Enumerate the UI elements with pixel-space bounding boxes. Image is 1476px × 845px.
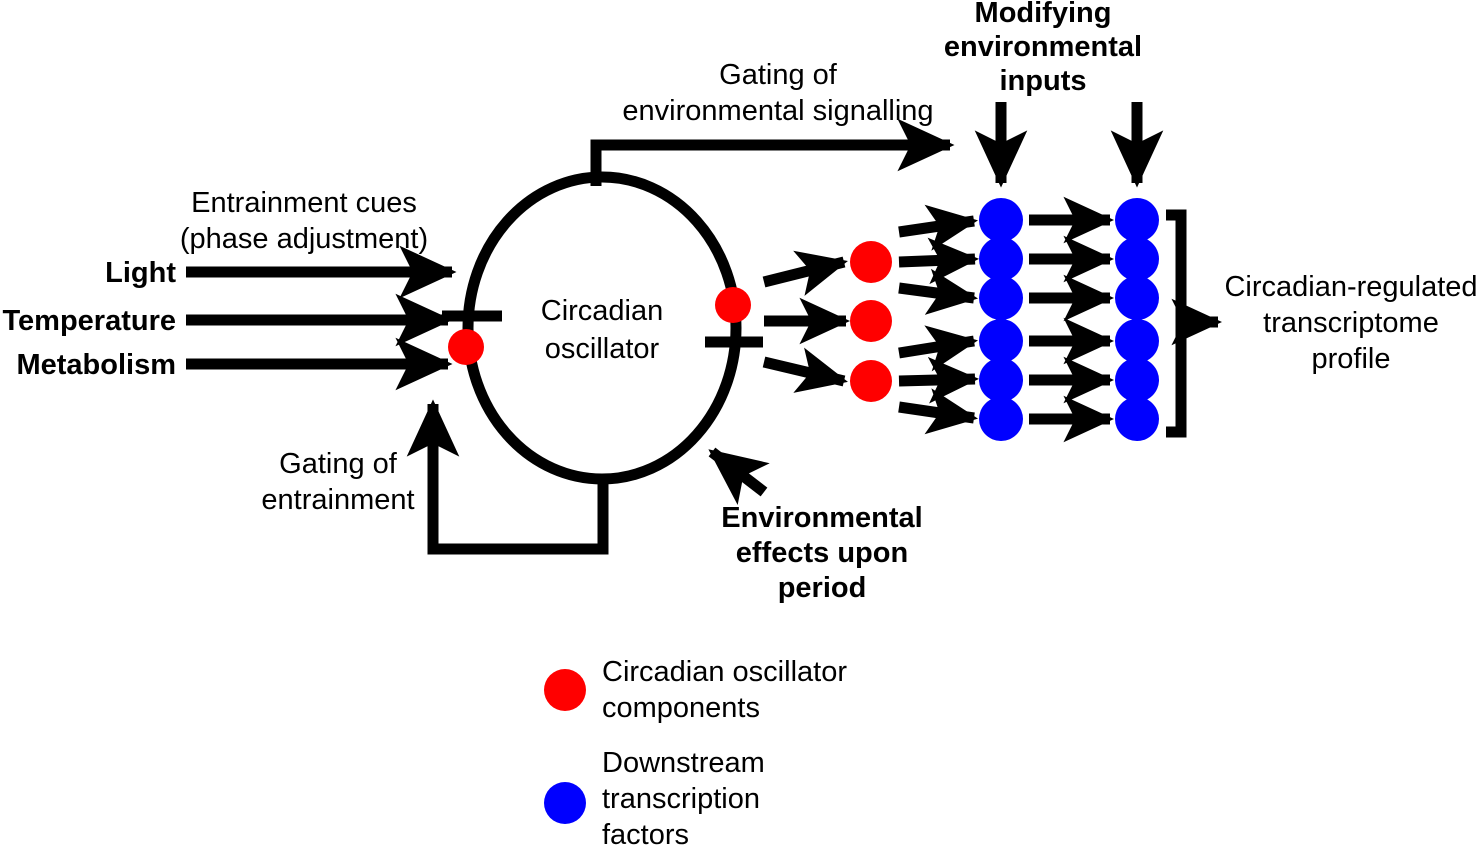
legend-blue-label-line2: transcription (602, 783, 760, 815)
oscillator-out-arrow-1 (762, 250, 848, 296)
component-to-tf-arrow-4 (898, 325, 978, 372)
legend-blue-label-line1: Downstream (602, 747, 765, 779)
output-label-line2: transcriptome (1263, 307, 1439, 339)
input-label-light: Light (105, 257, 176, 289)
oscillator-component-dot-2 (850, 300, 892, 342)
gating-signalling-line1: Gating of (719, 59, 838, 91)
oscillator-component-dot-3 (850, 360, 892, 402)
oscillator-component-dot-1 (850, 241, 892, 283)
tf-interconnect-arrows (1029, 196, 1115, 443)
component-to-tf-arrow-5 (898, 356, 980, 404)
component-to-tf-arrow-1 (898, 204, 979, 251)
input-label-metabolism: Metabolism (16, 349, 176, 381)
entrainment-cues-line2: (phase adjustment) (180, 223, 428, 255)
entrainment-cues-line1: Entrainment cues (191, 187, 417, 219)
tf-column-1 (979, 198, 1023, 441)
environmental-effects-period: Environmental effects upon period (708, 447, 923, 604)
tf-dot-c2-r5 (1115, 358, 1159, 402)
tf-dot-c2-r4 (1115, 319, 1159, 363)
tf-dot-c2-r3 (1115, 276, 1159, 320)
modifying-environmental-inputs: Modifying environmental inputs (944, 0, 1164, 188)
gating-signalling-arrow (590, 118, 955, 186)
legend-item-oscillator-components: Circadian oscillator components (544, 656, 847, 724)
gating-environmental-signalling: Gating of environmental signalling (590, 59, 955, 186)
gating-entrainment-line2: entrainment (261, 484, 414, 516)
modifying-inputs-line3: inputs (1000, 65, 1087, 97)
input-label-temperature: Temperature (2, 305, 176, 337)
tf-dot-c2-r1 (1115, 198, 1159, 242)
legend-red-label-line2: components (602, 692, 760, 724)
environmental-effects-line2: effects upon (736, 537, 908, 569)
output-bracket-group: Circadian-regulated transcriptome profil… (1166, 209, 1476, 438)
tf-dot-c1-r6 (979, 397, 1023, 441)
tf-dot-c1-r5 (979, 358, 1023, 402)
tf-dot-c2-r6 (1115, 397, 1159, 441)
gating-entrainment-arrow (406, 399, 609, 555)
tf-dot-c1-r1 (979, 198, 1023, 242)
input-cue-temperature: Temperature (2, 293, 453, 347)
output-bracket (1166, 209, 1187, 438)
gating-entrainment-line1: Gating of (279, 448, 398, 480)
gating-signalling-line2: environmental signalling (622, 95, 933, 127)
component-to-tf-arrow-6 (898, 388, 979, 435)
output-label-line3: profile (1312, 343, 1391, 375)
component-to-tf-arrow-3 (898, 268, 979, 315)
environmental-effects-arrow (708, 447, 770, 505)
tf-dot-c2-r2 (1115, 237, 1159, 281)
oscillator-circle (462, 171, 742, 485)
oscillator-component-dot-right (715, 287, 751, 323)
modifying-inputs-line1: Modifying (975, 0, 1112, 29)
oscillator-component-dot-left (448, 329, 484, 365)
circadian-oscillator-loop: Circadian oscillator (462, 171, 742, 485)
legend-blue-label-line3: factors (602, 819, 689, 845)
oscillator-out-arrow-3 (762, 347, 848, 393)
gating-entrainment: Gating of entrainment (261, 399, 609, 555)
legend-red-label-line1: Circadian oscillator (602, 656, 847, 688)
oscillator-label-line1: Circadian (541, 295, 664, 327)
entrainment-cues-header: Entrainment cues (phase adjustment) (180, 187, 428, 255)
environmental-effects-line3: period (778, 572, 867, 604)
tf-dot-c1-r4 (979, 319, 1023, 363)
environmental-effects-line1: Environmental (721, 502, 922, 534)
input-cue-metabolism: Metabolism (16, 337, 453, 391)
input-cue-light: Light (105, 245, 457, 299)
oscillator-to-components-arrows (762, 250, 851, 393)
legend: Circadian oscillator components Downstre… (544, 656, 847, 845)
legend-blue-dot-icon (544, 782, 586, 824)
legend-item-transcription-factors: Downstream transcription factors (544, 747, 765, 845)
components-to-tf-arrows (898, 204, 980, 435)
tf-column-2 (1115, 198, 1159, 441)
legend-red-dot-icon (544, 669, 586, 711)
output-label-line1: Circadian-regulated (1224, 271, 1476, 303)
oscillator-label-line2: oscillator (545, 333, 660, 365)
tf-dot-c1-r2 (979, 237, 1023, 281)
component-to-tf-arrow-2 (898, 237, 980, 285)
oscillator-components-column (850, 241, 892, 402)
modifying-inputs-line2: environmental (944, 31, 1142, 63)
tf-dot-c1-r3 (979, 276, 1023, 320)
